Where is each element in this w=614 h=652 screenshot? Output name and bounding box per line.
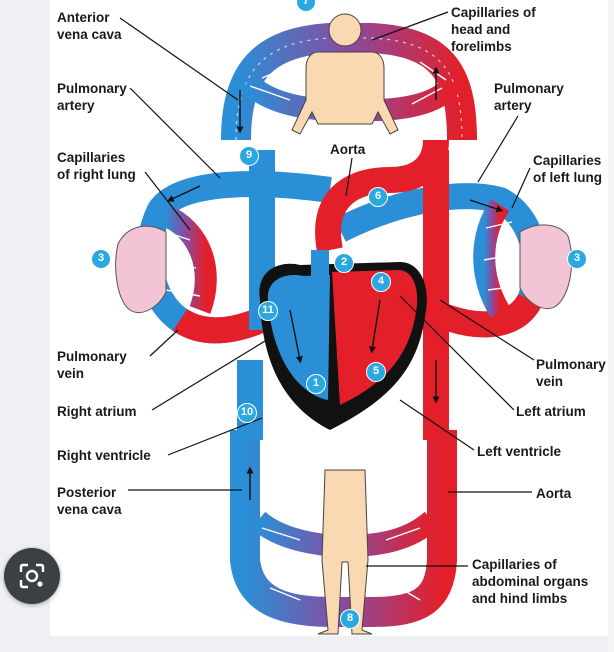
label-capillaries-right-lung: Capillaries of right lung [57, 150, 136, 182]
lower-body-figure [317, 469, 373, 635]
step-badge-4: 4 [371, 272, 391, 292]
step-badge-8: 8 [340, 609, 360, 629]
label-pulmonary-vein-left: Pulmonary vein [536, 357, 606, 389]
label-pulmonary-artery-right: Pulmonary artery [57, 81, 127, 113]
label-right-ventricle: Right ventricle [57, 448, 151, 463]
google-lens-button[interactable] [4, 548, 60, 604]
bottom-background-strip [0, 636, 614, 652]
heart [259, 250, 427, 430]
label-capillaries-head: Capillaries of head and forelimbs [451, 5, 536, 54]
label-left-ventricle: Left ventricle [477, 444, 562, 459]
label-aorta-right: Aorta [536, 486, 572, 501]
upper-body-figure [291, 13, 399, 135]
leader-lines [119, 11, 535, 567]
label-anterior-vena-cava: Anterior vena cava [57, 10, 122, 42]
label-pulmonary-artery-left: Pulmonary artery [494, 81, 564, 113]
label-left-atrium: Left atrium [516, 404, 586, 419]
right-background-edge [608, 0, 614, 652]
flow-arrows [166, 66, 504, 500]
step-badge-5: 5 [366, 362, 386, 382]
left-lung-loop [334, 183, 573, 338]
label-pulmonary-vein-right: Pulmonary vein [57, 349, 127, 381]
label-right-atrium: Right atrium [57, 404, 137, 419]
google-lens-icon [19, 563, 45, 589]
step-badge-3-right: 3 [567, 249, 587, 269]
label-capillaries-left-lung: Capillaries of left lung [533, 153, 602, 185]
step-badge-2: 2 [334, 253, 354, 273]
left-background-strip [0, 0, 50, 652]
label-capillaries-abdominal: Capillaries of abdominal organs and hind… [472, 557, 589, 606]
label-aorta-top: Aorta [330, 142, 366, 157]
label-posterior-vena-cava: Posterior vena cava [57, 485, 122, 517]
step-badge-6: 6 [368, 187, 388, 207]
step-badge-11: 11 [258, 301, 278, 321]
step-badge-9: 9 [239, 146, 259, 166]
step-badge-1: 1 [306, 374, 326, 394]
step-badge-3-left: 3 [91, 249, 111, 269]
step-badge-10: 10 [237, 403, 257, 423]
